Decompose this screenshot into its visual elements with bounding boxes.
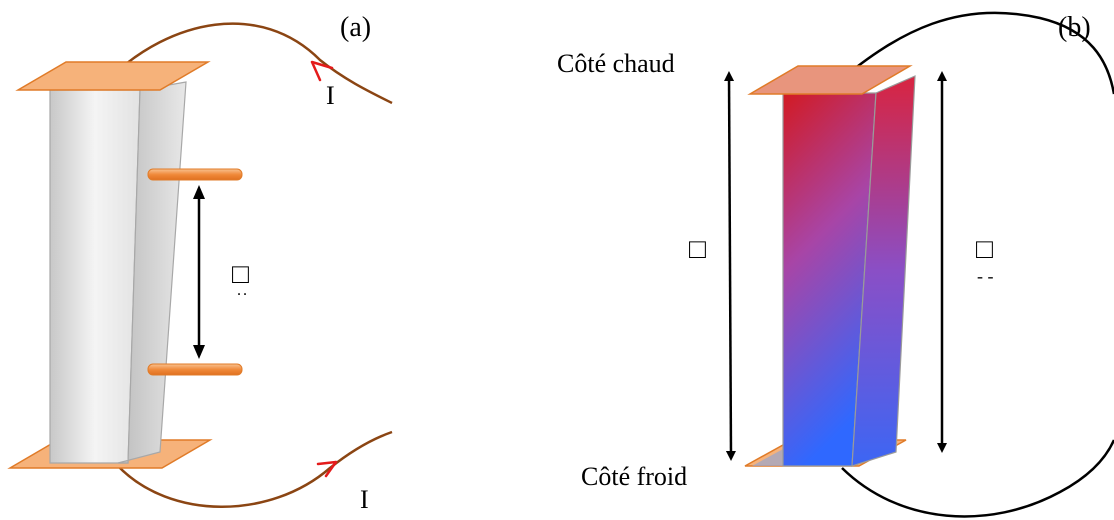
wire-top-b: [837, 11, 1114, 95]
top-plate-a: [15, 61, 211, 91]
leg-b-side: [851, 75, 916, 467]
symbol-placeholder-b-left: □: [689, 234, 706, 265]
top-plate-b: [747, 65, 913, 95]
current-arrow-bottom-icon: [316, 460, 338, 478]
current-label-top: I: [326, 81, 335, 110]
symbol-placeholder-a: □: [232, 259, 249, 290]
wire-bottom-b: [841, 439, 1114, 518]
current-label-bottom: I: [360, 485, 369, 514]
panel-b-tag: (b): [1058, 12, 1091, 43]
panel-b: (b) Côté chaud Côté froid □ □ - -: [557, 11, 1114, 518]
hot-side-label: Côté chaud: [557, 49, 675, 78]
symbol-subscript-b: - -: [977, 266, 994, 286]
panel-a: (a) I I □ ˙˙: [7, 12, 393, 514]
probe-rod-upper: [147, 168, 243, 181]
symbol-placeholder-b-right: □: [976, 234, 993, 265]
panel-a-tag: (a): [340, 12, 371, 43]
symbol-subscript-a: ˙˙: [236, 289, 248, 309]
probe-rod-lower: [147, 363, 243, 376]
wire-top-a: [109, 22, 393, 105]
current-arrow-top-icon: [310, 60, 334, 82]
cold-side-label: Côté froid: [581, 462, 687, 491]
wire-bottom-a: [117, 430, 393, 508]
leg-a-front: [49, 89, 141, 464]
distance-arrow-b-left: [724, 71, 736, 461]
